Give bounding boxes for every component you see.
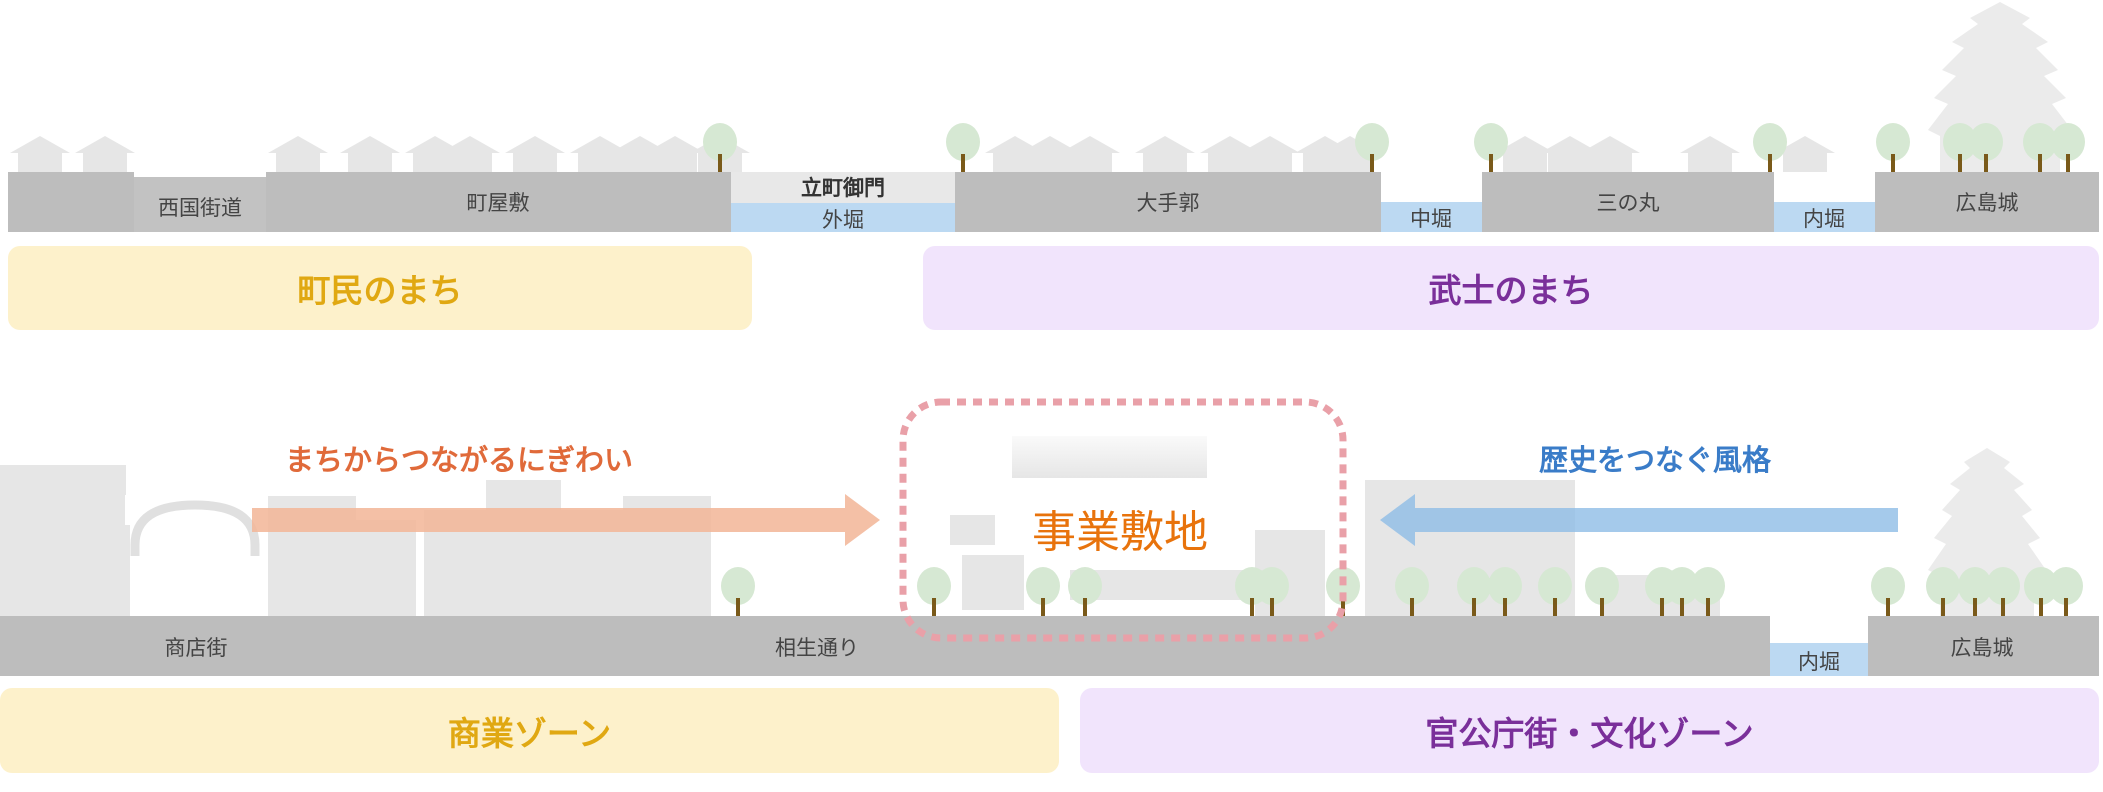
tree-icon [1585,567,1619,616]
label-otegaku: 大手郭 [1136,191,1200,215]
house-icon [1495,136,1555,172]
tree-icon [946,123,980,172]
tree-icon [1876,123,1910,172]
tree-icon [1255,567,1289,616]
tree-icon [2049,567,2083,616]
tree-icon [1926,567,1960,616]
label-tatemachi-gomon: 立町御門 [801,176,885,200]
house-icon [1540,136,1600,172]
house-icon [440,136,500,172]
zone-commercial: 商業ゾーン [0,688,1059,773]
buildings [0,436,1720,616]
tree-icon [1871,567,1905,616]
project-site-label: 事業敷地 [1032,507,1208,558]
house-icon [505,136,565,172]
tree-icon [1457,567,1491,616]
tree-icon [1943,123,1977,172]
tree-icon [1986,567,2020,616]
message-dignity: 歴史をつなぐ風格 [1538,443,1772,477]
house-icon [645,136,705,172]
tree-icon [1026,567,1060,616]
house-icon [340,136,400,172]
label-hiroshima-castle-top: 広島城 [1955,191,2019,215]
house-icon [1680,136,1740,172]
tree-icon [917,567,951,616]
tree-icon [2023,123,2057,172]
project-site-boundary [899,398,1347,642]
label-aioi-dori: 相生通り [775,636,859,660]
label-uchibori-bottom: 内堀 [1798,650,1840,674]
tree-icon [721,567,755,616]
message-bustle: まちからつながるにぎわい [284,443,634,477]
house-icon [1020,136,1080,172]
zone-civic-culture: 官公庁街・文化ゾーン [1080,688,2099,773]
castle-bottom-icon [1928,448,2046,616]
left-arrow-right-pointing [252,494,880,546]
houses [10,136,1835,172]
tree-icon [1488,567,1522,616]
tree-icon [1355,123,1389,172]
tree-icon [1068,567,1102,616]
label-shotengai: 商店街 [164,636,228,660]
house-icon [1240,136,1300,172]
house-icon [10,136,70,172]
zone-samurai: 武士のまち [923,246,2099,330]
arrows [252,494,1898,546]
house-icon [268,136,328,172]
tree-icon [2024,567,2058,616]
house-icon [1580,136,1640,172]
tree-icon [1538,567,1572,616]
label-sannomaru: 三の丸 [1596,191,1660,215]
tree-icon [2051,123,2085,172]
house-icon [1060,136,1120,172]
house-icon [75,136,135,172]
label-nakabori: 中堀 [1410,207,1452,231]
tree-icon [1395,567,1429,616]
label-machiyashiki: 町屋敷 [466,191,530,215]
tree-icon [1969,123,2003,172]
label-sotobori: 外堀 [822,208,864,232]
house-icon [570,136,630,172]
tree-icon [1474,123,1508,172]
right-arrow-left-pointing [1380,494,1898,546]
zone-townspeople: 町民のまち [8,246,752,330]
tree-icon [1753,123,1787,172]
label-hiroshima-castle-bottom: 広島城 [1950,636,2014,660]
label-uchibori-top: 内堀 [1803,207,1845,231]
house-icon [1775,136,1835,172]
arcade-arch [130,500,260,556]
ground-strips [0,172,2099,676]
tree-icon [1691,567,1725,616]
trees [703,123,2085,616]
tree-icon [1665,567,1699,616]
tree-icon [1958,567,1992,616]
house-icon [1135,136,1195,172]
tree-icon [703,123,737,172]
label-saigoku-kaido: 西国街道 [158,196,242,220]
house-icon [1200,136,1260,172]
tree-icon [1326,567,1360,616]
